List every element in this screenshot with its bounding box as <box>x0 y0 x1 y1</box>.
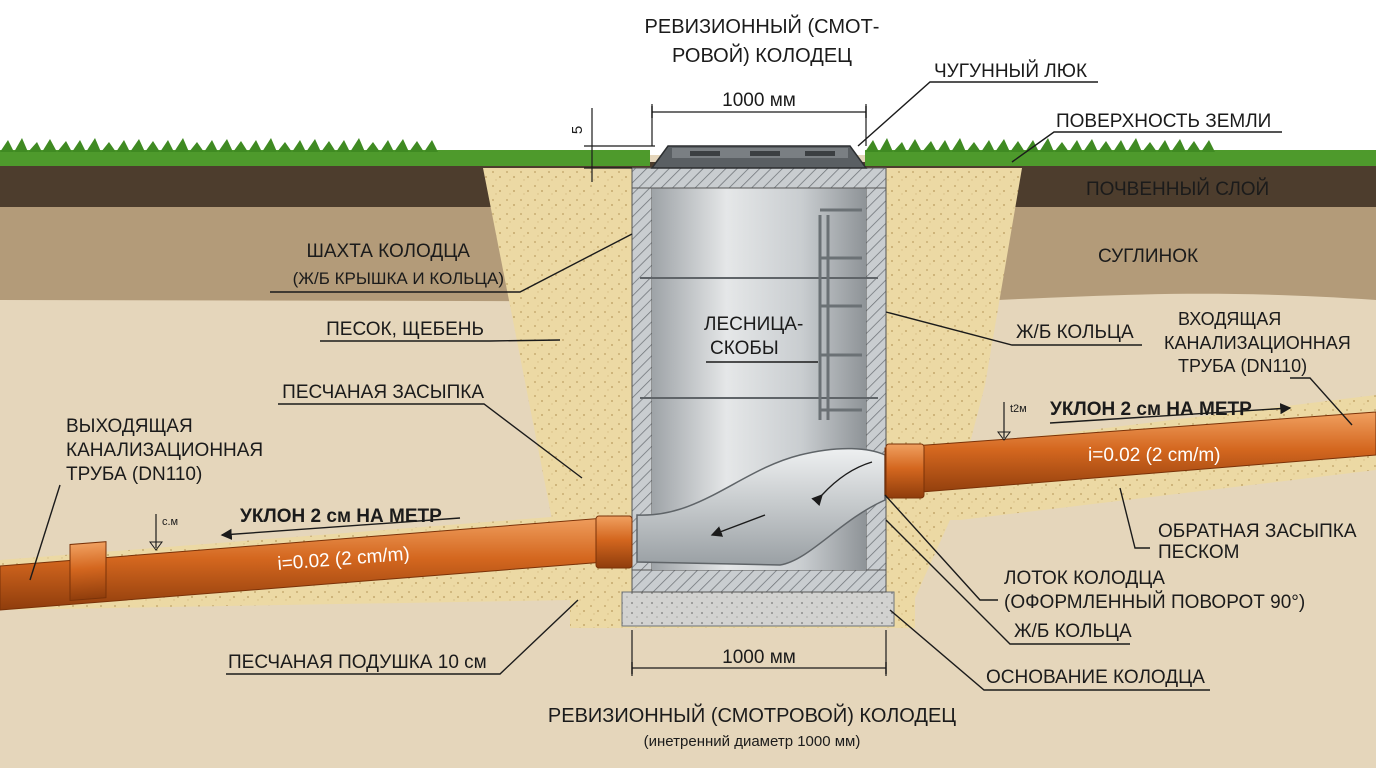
leader-sand-cushion <box>226 599 579 675</box>
label-inlet-line3: ТРУБА (DN110) <box>1178 356 1307 376</box>
label-reverse-backfill-line1: ОБРАТНАЯ ЗАСЫПКА <box>1158 521 1357 542</box>
leader-outlet <box>29 484 61 581</box>
outlet-slope-label: УКЛОН 2 см НА МЕТР <box>240 506 442 527</box>
leader-inlet <box>1290 377 1353 426</box>
label-sand-gravel: ПЕСОК, ЩЕБЕНЬ <box>326 319 484 340</box>
outlet-slope-arrow <box>220 517 461 540</box>
top-title-line2: РОВОЙ) КОЛОДЕЦ <box>672 43 852 67</box>
well-wall-right <box>865 169 887 593</box>
label-ground-surface: ПОВЕРХНОСТЬ ЗЕМЛИ <box>1056 111 1271 132</box>
flow-arrow-tray <box>710 514 766 537</box>
flow-arrow-inlet <box>811 461 873 507</box>
leader-tray <box>884 494 998 601</box>
grass <box>0 138 1376 166</box>
label-outlet-line1: ВЫХОДЯЩАЯ <box>66 416 193 437</box>
inlet-slope-label: УКЛОН 2 см НА МЕТР <box>1050 399 1252 420</box>
label-shaft-line1: ШАХТА КОЛОДЦА <box>306 241 470 262</box>
svg-text:1000 мм: 1000 мм <box>722 647 796 668</box>
svg-text:5: 5 <box>569 126 586 134</box>
label-outlet-line2: КАНАЛИЗАЦИОННАЯ <box>66 440 263 461</box>
label-sand-cushion: ПЕСЧАНАЯ ПОДУШКА 10 см <box>228 652 487 673</box>
leader-sand-gravel <box>320 339 561 342</box>
svg-text:с.м: с.м <box>162 516 178 528</box>
leader-ground-surface <box>1011 131 1282 163</box>
label-ladder-line2: СКОБЫ <box>710 338 779 359</box>
well-base-slab <box>621 591 895 627</box>
leader-shaft <box>270 233 633 293</box>
sand-backfill-left <box>483 168 640 598</box>
well-bottom <box>631 569 887 593</box>
outlet-pipe <box>0 515 633 611</box>
bottom-width-dimension: 1000 мм <box>631 630 887 676</box>
svg-text:t2м: t2м <box>1010 403 1027 415</box>
label-tray-line1: ЛОТОК КОЛОДЦА <box>1004 568 1165 589</box>
leader-reverse-backfill <box>1119 487 1150 549</box>
label-shaft-line2: (Ж/Б КРЫШКА И КОЛЬЦА) <box>293 269 504 288</box>
label-reverse-backfill-line2: ПЕСКОМ <box>1158 542 1240 563</box>
cast-iron-hatch <box>650 145 868 169</box>
label-rc-rings-lower: Ж/Б КОЛЬЦА <box>1014 621 1132 642</box>
hatch-offset-dimension: 5 <box>569 108 655 182</box>
label-inlet-line1: ВХОДЯЩАЯ <box>1178 309 1281 329</box>
label-outlet-line3: ТРУБА (DN110) <box>66 464 202 485</box>
label-tray-line2: (ОФОРМЛЕННЫЙ ПОВОРОТ 90°) <box>1004 591 1305 613</box>
inlet-formula: i=0.02 (2 cm/m) <box>1088 445 1221 466</box>
label-hatch: ЧУГУННЫЙ ЛЮК <box>934 60 1087 82</box>
label-sand-backfill: ПЕСЧАНАЯ ЗАСЫПКА <box>282 382 484 403</box>
leader-rc-rings-lower <box>885 519 1130 645</box>
top-width-dimension: 1000 мм <box>651 90 867 146</box>
svg-text:1000 мм: 1000 мм <box>722 90 796 111</box>
label-inlet-line2: КАНАЛИЗАЦИОННАЯ <box>1164 333 1351 353</box>
label-soil-layer: ПОЧВЕННЫЙ СЛОЙ <box>1086 178 1269 200</box>
label-rc-rings-upper: Ж/Б КОЛЬЦА <box>1016 322 1134 343</box>
leader-well-base <box>889 609 1210 691</box>
well-top-slab <box>631 167 887 189</box>
label-ladder-line1: ЛЕСНИЦА- <box>704 314 803 335</box>
outlet-level-mark: с.м <box>149 514 178 551</box>
leader-sand-backfill <box>278 403 583 479</box>
inlet-pipe <box>884 411 1376 499</box>
top-title-line1: РЕВИЗИОННЫЙ (СМОТ- <box>645 14 880 38</box>
well-tray <box>636 447 886 566</box>
label-loam: СУГЛИНОК <box>1098 246 1198 267</box>
ladder-brackets <box>818 208 862 420</box>
bottom-title: РЕВИЗИОННЫЙ (СМОТРОВОЙ) КОЛОДЕЦ <box>548 703 956 727</box>
inlet-slope-arrow <box>1049 403 1292 424</box>
leader-hatch <box>857 81 1098 147</box>
label-well-base: ОСНОВАНИЕ КОЛОДЦА <box>986 667 1205 688</box>
bottom-subtitle: (инетренний диаметр 1000 мм) <box>644 733 861 750</box>
inlet-level-mark: t2м <box>997 402 1027 441</box>
leader-rc-rings-upper <box>885 311 1142 346</box>
